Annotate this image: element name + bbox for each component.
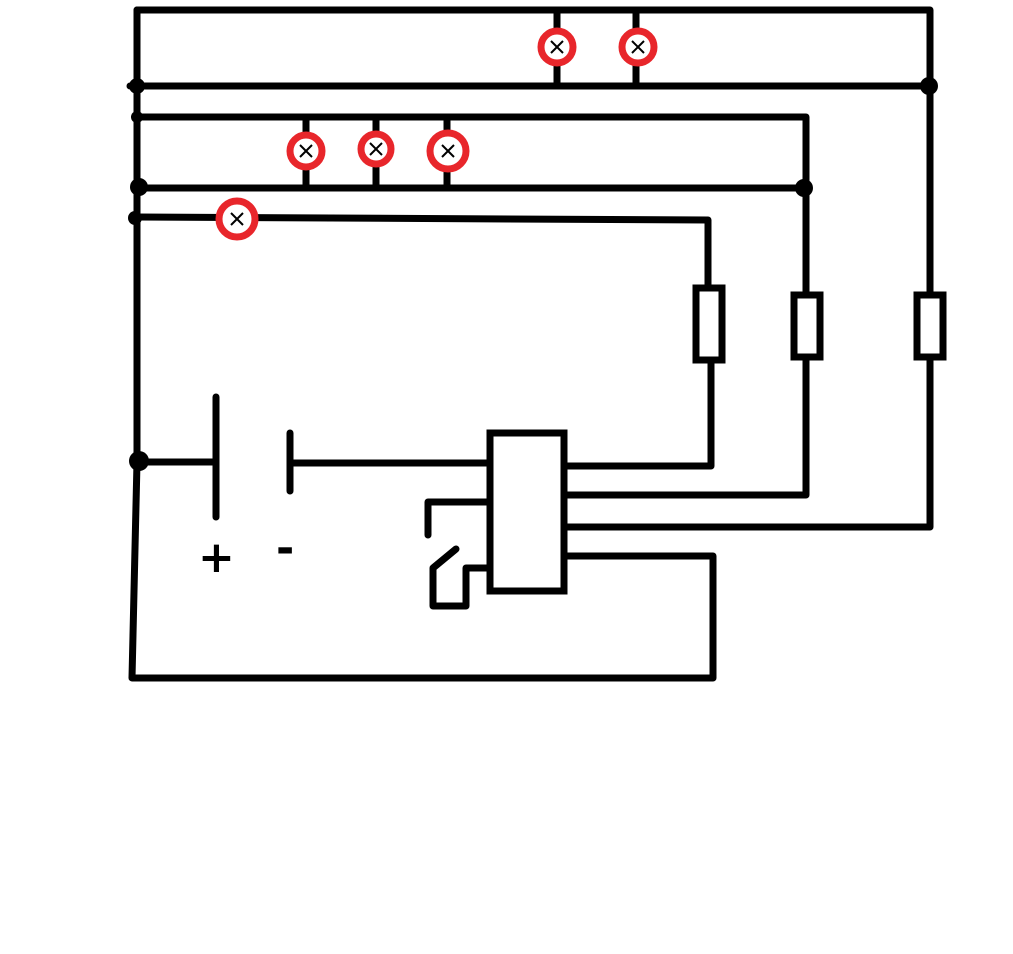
wire-box-to-r3 bbox=[562, 353, 934, 531]
wire-box-to-r1 bbox=[562, 356, 715, 470]
lamp-d bbox=[357, 130, 395, 168]
switch-box bbox=[424, 353, 934, 610]
lamp-f bbox=[215, 197, 259, 241]
wire-box-to-r2 bbox=[562, 353, 810, 499]
resistor-2 bbox=[790, 291, 824, 361]
wire-left-vertical bbox=[128, 6, 717, 682]
lamp-b bbox=[618, 27, 658, 67]
lamp-e bbox=[426, 129, 470, 173]
battery: + - bbox=[133, 393, 494, 583]
lamp-c bbox=[286, 131, 326, 171]
top-circuit-branch bbox=[126, 6, 934, 299]
junction-node bbox=[795, 179, 813, 197]
wire-lower-top bbox=[133, 213, 712, 292]
battery-plus-label: + bbox=[198, 532, 235, 583]
junction-node bbox=[128, 211, 142, 225]
wire-middle-upper bbox=[133, 113, 810, 299]
switch-contact-lower bbox=[429, 545, 494, 610]
wire-top-outer bbox=[133, 6, 934, 88]
junction-node bbox=[131, 111, 143, 123]
junction-node bbox=[920, 77, 938, 95]
resistor-3 bbox=[913, 291, 947, 361]
resistor-1 bbox=[692, 284, 726, 364]
junction-node bbox=[129, 451, 149, 471]
lamp-a bbox=[537, 27, 577, 67]
junction-node bbox=[129, 78, 145, 94]
switch-contact-upper bbox=[424, 498, 494, 539]
switch-box-body bbox=[486, 429, 568, 595]
battery-minus-label: - bbox=[276, 523, 294, 574]
junction-node bbox=[130, 178, 148, 196]
lower-circuit-branch bbox=[133, 213, 712, 292]
